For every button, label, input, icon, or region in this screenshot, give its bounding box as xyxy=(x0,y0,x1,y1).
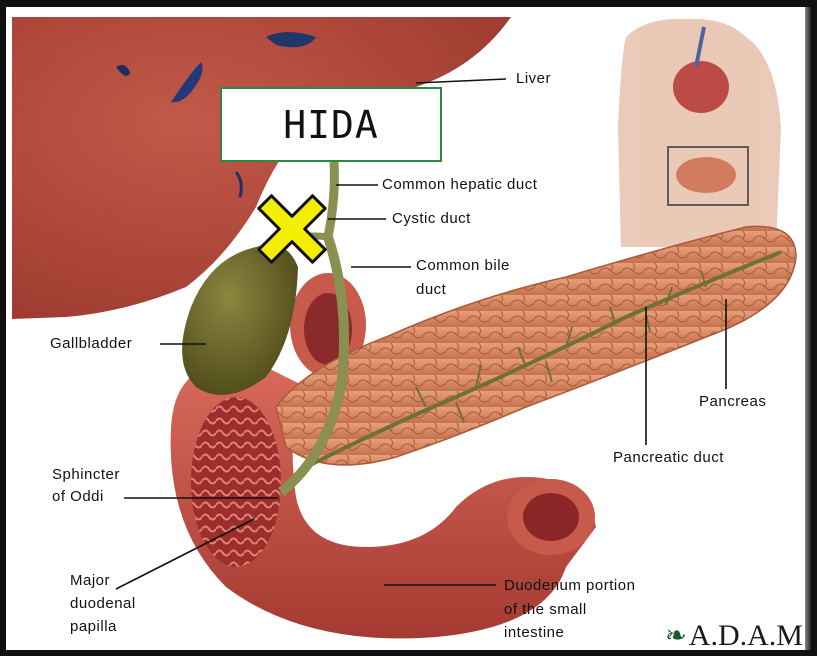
adam-logo-text: A.D.A.M. xyxy=(689,619,811,653)
label-common-hepatic-duct: Common hepatic duct xyxy=(382,176,537,193)
adam-logo: ❧ A.D.A.M. xyxy=(665,619,810,653)
label-sphincter-line2: of Oddi xyxy=(52,488,104,505)
label-major-line2: duodenal xyxy=(70,595,136,612)
label-major-line1: Major xyxy=(70,572,110,589)
label-pancreatic-duct: Pancreatic duct xyxy=(613,449,724,466)
label-common-bile-duct-line2: duct xyxy=(416,281,446,298)
label-duodenum-line2: of the small xyxy=(504,601,587,618)
common-hepatic-duct xyxy=(328,162,334,237)
label-common-bile-duct-line1: Common bile xyxy=(416,257,510,274)
label-gallbladder: Gallbladder xyxy=(50,335,132,352)
label-cystic-duct: Cystic duct xyxy=(392,210,471,227)
label-sphincter-line1: Sphincter xyxy=(52,466,120,483)
label-major-line3: papilla xyxy=(70,618,117,635)
label-liver: Liver xyxy=(516,70,551,87)
leaf-icon: ❧ xyxy=(665,621,687,651)
label-pancreas: Pancreas xyxy=(699,393,766,410)
label-duodenum-line1: Duodenum portion xyxy=(504,577,635,594)
torso-inset xyxy=(618,19,781,247)
label-duodenum-line3: intestine xyxy=(504,624,564,641)
hida-label-box: HIDA xyxy=(220,87,442,162)
